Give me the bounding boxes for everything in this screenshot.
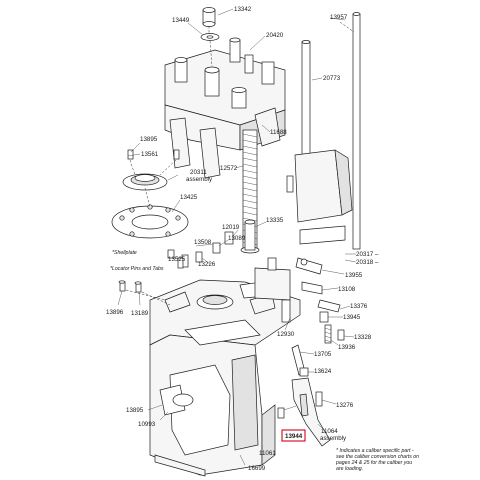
footnote: * Indicates a caliber specific part - se… (335, 448, 419, 472)
pins-13561 (127, 149, 180, 160)
label-13944: 13944 (285, 433, 303, 440)
label-13108: 13108 (338, 286, 356, 293)
label-20311: 20311 (190, 169, 207, 176)
label-13936: 13936 (338, 344, 356, 351)
part-13335 (244, 219, 256, 251)
label-13226: 13226 (198, 261, 216, 268)
label-13624: 13624 (314, 368, 332, 375)
label-13335: 13335 (266, 217, 284, 224)
part-labels: 13342 13449 20420 13957 20773 11688 1389… (106, 6, 379, 472)
label-10993: 10993 (138, 421, 156, 428)
label-13376: 13376 (350, 303, 368, 310)
footnote-line-3: pages 24 & 25 for the caliber you (335, 460, 412, 466)
part-13108 (301, 281, 323, 295)
label-12930: 12930 (277, 331, 295, 338)
base-frame (149, 279, 301, 477)
label-20311-assembly: assembly (186, 176, 213, 183)
label-20773: 20773 (323, 75, 341, 82)
footnote-line-1: * Indicates a caliber specific part - (336, 448, 414, 454)
label-13525: 13525 (168, 256, 186, 263)
arm-assembly-11064 (291, 377, 331, 447)
label-13189: 13189 (131, 310, 149, 317)
part-13624 (299, 367, 309, 377)
shellplate-assembly-20311 (122, 173, 168, 191)
part-12930 (281, 299, 291, 323)
tower-bracket (286, 149, 353, 245)
locator-pins (118, 249, 189, 293)
label-20420: 20420 (266, 32, 284, 39)
label-13425: 13425 (180, 194, 198, 201)
label-12572: 12572 (220, 165, 238, 172)
link-plate (254, 257, 291, 301)
label-13705: 13705 (314, 351, 332, 358)
label-13955: 13955 (345, 272, 363, 279)
part-13945 (319, 311, 329, 323)
part-13226 (195, 251, 203, 263)
label-13089: 13089 (228, 235, 246, 242)
label-13508: 13508 (194, 239, 212, 246)
label-13945: 13945 (343, 314, 361, 321)
spring-13936 (324, 324, 332, 344)
footnote-line-2: see the caliber conversion charts on (336, 454, 419, 460)
label-11064-assembly: assembly (320, 435, 347, 442)
label-13957: 13957 (330, 14, 348, 21)
shellplate (111, 204, 189, 239)
label-11061: 11061 (259, 450, 276, 457)
label-20317: 20317 – (356, 251, 379, 258)
highlight-box-13944 (281, 429, 306, 442)
label-13895-bottom: 13895 (126, 407, 144, 414)
spring-13276 (315, 391, 323, 407)
pin-13944 (277, 405, 297, 419)
label-13895-top: 13895 (140, 136, 158, 143)
leader-lines (117, 8, 357, 466)
part-13089 (212, 242, 221, 254)
label-13276: 13276 (336, 402, 354, 409)
label-11064: 11064 (321, 428, 338, 435)
label-13896: 13896 (106, 309, 124, 316)
toolhead (164, 37, 286, 179)
part-13955 (295, 257, 323, 275)
label-11688: 11688 (270, 129, 287, 136)
label-20318: 20318 – (356, 259, 379, 266)
part-12019 (224, 231, 234, 245)
washer-13449 (200, 33, 220, 41)
label-16699: 16699 (248, 465, 266, 472)
part-13376 (317, 299, 341, 313)
label-13561: 13561 (141, 151, 159, 158)
label-13342: 13342 (234, 6, 252, 13)
footnote-line-4: are loading. (336, 466, 363, 472)
tube-20773 (301, 40, 311, 173)
top-nut-13342 (202, 7, 216, 27)
part-13328 (337, 329, 345, 341)
caption-shellplate: *Shellplate (112, 250, 137, 256)
rod-20317 (352, 12, 361, 250)
label-12019: 12019 (222, 224, 240, 231)
label-13449: 13449 (172, 17, 190, 24)
label-13328: 13328 (354, 334, 372, 341)
caption-locator-pins: *Locator Pins and Tabs (110, 266, 164, 272)
